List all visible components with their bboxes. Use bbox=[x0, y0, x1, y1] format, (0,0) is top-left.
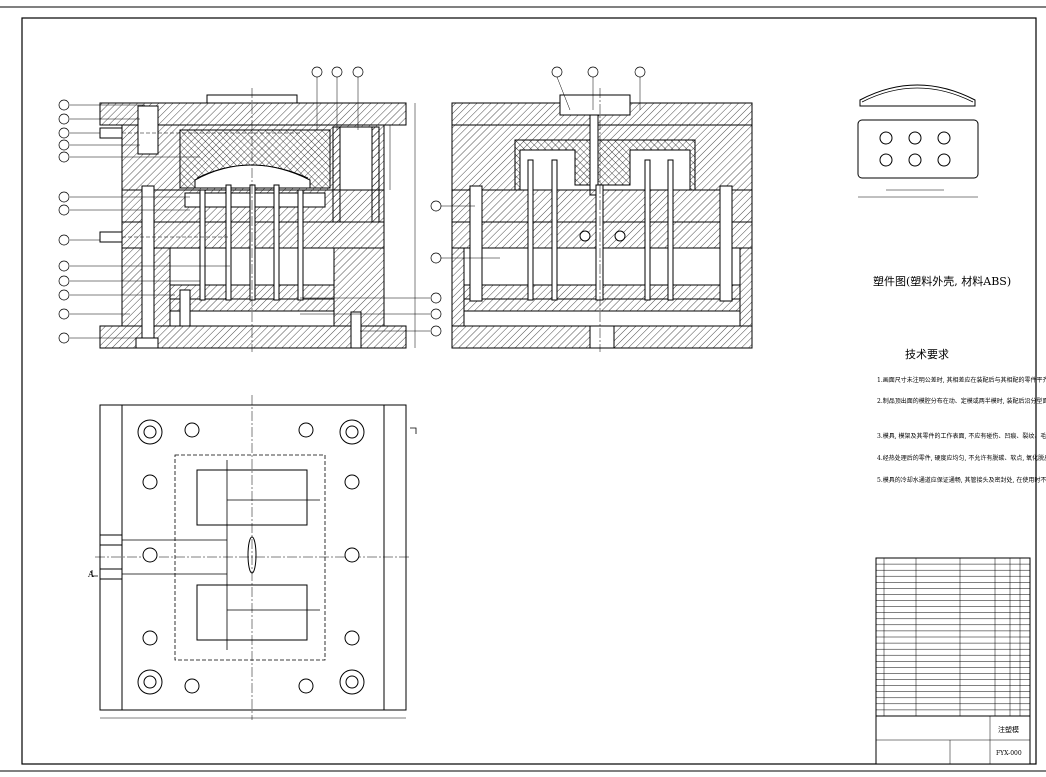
balloon-13 bbox=[58, 99, 145, 111]
balloon-5 bbox=[58, 260, 230, 272]
balloon-12 bbox=[58, 113, 140, 125]
balloon-19b bbox=[551, 66, 571, 111]
balloon-11 bbox=[58, 127, 100, 139]
balloon-24 bbox=[360, 325, 442, 337]
balloon-22 bbox=[300, 292, 442, 304]
plan-view: A bbox=[87, 395, 417, 720]
balloon-6 bbox=[58, 234, 100, 246]
balloon-17 bbox=[311, 66, 323, 130]
balloon-7 bbox=[58, 204, 190, 216]
balloon-20 bbox=[587, 66, 599, 110]
drawing-frame bbox=[0, 6, 1046, 772]
balloon-21 bbox=[634, 66, 646, 110]
section-mark-a: A bbox=[87, 570, 94, 579]
right-section-view bbox=[451, 88, 753, 352]
requirement-5: 5.模具的冷却水通道应保证通畅, 其管接头及密封处, 在使用时不应有渗漏现象。 bbox=[877, 476, 1046, 484]
balloon-19a bbox=[352, 66, 364, 130]
balloon-4 bbox=[58, 275, 200, 287]
balloon-16 bbox=[430, 200, 475, 212]
parts-list bbox=[875, 557, 1031, 717]
left-section-view bbox=[99, 88, 416, 352]
balloon-9 bbox=[58, 151, 200, 163]
requirements-heading: 技术要求 bbox=[905, 348, 949, 361]
balloon-8 bbox=[58, 191, 190, 203]
left-balloons bbox=[58, 66, 442, 344]
requirement-3: 3.模具, 模架及其零件的工作表面, 不应有碰伤、凹痕、裂纹、毛刺、锈蚀等缺陷; bbox=[877, 432, 1046, 440]
balloon-10 bbox=[58, 139, 140, 151]
balloon-18 bbox=[331, 66, 343, 130]
requirement-4: 4.经热处理后的零件, 硬度应均匀, 不允许有脱碳、软点, 氧化脱皮及裂纹等缺陷… bbox=[877, 454, 1046, 462]
balloon-2 bbox=[58, 308, 130, 320]
balloon-23 bbox=[300, 308, 442, 320]
drawing-name: 注塑模 bbox=[998, 725, 1019, 734]
title-block: 注塑模 FYX-000 bbox=[875, 715, 1031, 765]
technical-requirements: 技术要求 1.画面尺寸未注明公差时, 其相差应在装配后与其相配的零件平齐; 2.… bbox=[877, 348, 1046, 484]
balloon-25 bbox=[430, 252, 500, 264]
right-balloons bbox=[430, 66, 646, 264]
requirement-2: 2.制品顶出面的模腔分布在动、定模或两半模时, 装配后沿分型面的错边不大于0.0… bbox=[877, 397, 1046, 405]
balloon-1 bbox=[58, 332, 140, 344]
balloon-3 bbox=[58, 289, 175, 301]
requirement-1: 1.画面尺寸未注明公差时, 其相差应在装配后与其相配的零件平齐; bbox=[877, 376, 1046, 384]
part-drawing-title: 塑件图(塑料外壳, 材料ABS) bbox=[873, 274, 1011, 288]
part-drawing: 塑件图(塑料外壳, 材料ABS) bbox=[857, 84, 1011, 288]
drawing-code: FYX-000 bbox=[996, 750, 1022, 757]
